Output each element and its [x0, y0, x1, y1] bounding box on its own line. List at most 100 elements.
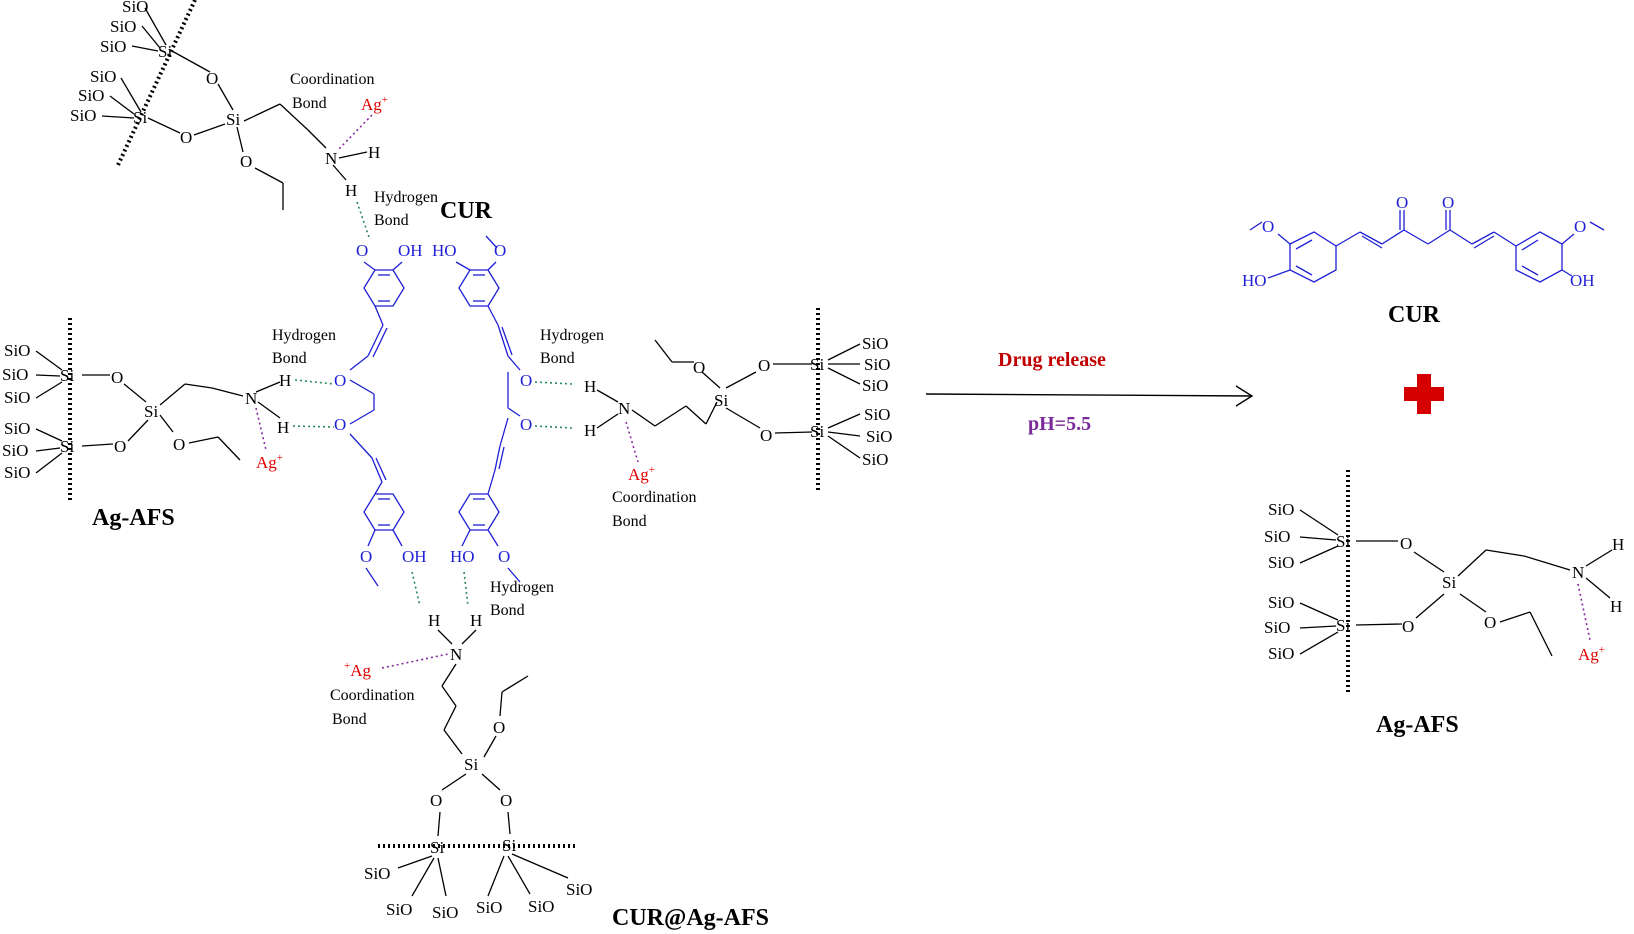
- svg-text:SiO: SiO: [864, 405, 890, 424]
- svg-text:O: O: [114, 437, 126, 456]
- svg-text:Bond: Bond: [374, 212, 409, 229]
- curcumin-right: CUR HO O O O HO O Hydrogen Bond Hy: [411, 198, 604, 619]
- svg-text:Si: Si: [714, 391, 728, 410]
- svg-text:Si: Si: [144, 402, 158, 421]
- svg-text:Ag-AFS: Ag-AFS: [92, 505, 175, 531]
- svg-text:Si: Si: [1336, 532, 1350, 551]
- svg-text:O: O: [500, 791, 512, 810]
- svg-text:pH=5.5: pH=5.5: [1028, 413, 1091, 435]
- bottom-ag-afs-fragment: H H N +Ag Coordination Bond Si O O O Si …: [330, 611, 769, 931]
- svg-text:H: H: [345, 181, 357, 200]
- svg-text:SiO: SiO: [4, 463, 30, 482]
- svg-text:SiO: SiO: [1268, 644, 1294, 663]
- svg-text:O: O: [240, 152, 252, 171]
- svg-text:N: N: [245, 389, 257, 408]
- svg-text:O: O: [1402, 617, 1414, 636]
- top-ag-afs-fragment: SiO SiO SiO Si SiO SiO SiO Si O O Si O N…: [70, 0, 438, 241]
- svg-text:Si: Si: [60, 437, 74, 456]
- svg-text:SiO: SiO: [864, 355, 890, 374]
- svg-text:Bond: Bond: [292, 95, 327, 112]
- svg-text:O: O: [494, 241, 506, 260]
- svg-text:Si: Si: [158, 42, 172, 61]
- svg-text:SiO: SiO: [862, 376, 888, 395]
- svg-text:SiO: SiO: [866, 427, 892, 446]
- svg-text:H: H: [368, 143, 380, 162]
- svg-text:SiO: SiO: [566, 880, 592, 899]
- svg-text:O: O: [760, 426, 772, 445]
- svg-text:Drug release: Drug release: [998, 349, 1106, 371]
- svg-text:H: H: [1612, 535, 1624, 554]
- svg-text:O: O: [1574, 217, 1586, 236]
- svg-text:SiO: SiO: [1264, 527, 1290, 546]
- svg-text:Bond: Bond: [612, 513, 647, 530]
- svg-text:N: N: [618, 399, 630, 418]
- product-ag-afs: SiO SiO SiO Si SiO SiO SiO Si O O Si O N…: [1264, 470, 1624, 738]
- svg-text:SiO: SiO: [1268, 553, 1294, 572]
- svg-text:H: H: [470, 611, 482, 630]
- svg-text:SiO: SiO: [90, 67, 116, 86]
- svg-text:Bond: Bond: [272, 350, 307, 367]
- svg-text:SiO: SiO: [110, 17, 136, 36]
- svg-text:Bond: Bond: [540, 350, 575, 367]
- svg-text:HO: HO: [432, 241, 457, 260]
- svg-text:SiO: SiO: [2, 365, 28, 384]
- svg-text:CUR: CUR: [1388, 302, 1441, 328]
- svg-text:H: H: [584, 377, 596, 396]
- svg-text:O: O: [334, 415, 346, 434]
- svg-text:SiO: SiO: [100, 37, 126, 56]
- svg-text:O: O: [1262, 217, 1274, 236]
- svg-text:CUR@Ag-AFS: CUR@Ag-AFS: [612, 905, 769, 931]
- svg-text:O: O: [206, 69, 218, 88]
- svg-text:OH: OH: [1570, 271, 1595, 290]
- svg-text:SiO: SiO: [2, 441, 28, 460]
- svg-text:Si: Si: [464, 755, 478, 774]
- svg-text:Si: Si: [502, 836, 516, 855]
- svg-text:SiO: SiO: [70, 106, 96, 125]
- svg-text:O: O: [334, 371, 346, 390]
- svg-text:O: O: [758, 356, 770, 375]
- svg-text:SiO: SiO: [364, 864, 390, 883]
- product-curcumin: O HO O O O OH CUR: [1242, 193, 1605, 328]
- svg-text:Hydrogen: Hydrogen: [272, 327, 336, 344]
- svg-text:O: O: [111, 368, 123, 387]
- middle-right-ag-afs-fragment: H H N Si Ag+ Coordination Bond O O O Si …: [584, 308, 892, 530]
- svg-text:Hydrogen: Hydrogen: [374, 189, 438, 206]
- svg-text:Bond: Bond: [332, 711, 367, 728]
- svg-text:Si: Si: [1336, 616, 1350, 635]
- svg-text:O: O: [1396, 193, 1408, 212]
- svg-text:O: O: [1484, 613, 1496, 632]
- svg-text:O: O: [520, 415, 532, 434]
- svg-text:Ag-AFS: Ag-AFS: [1376, 712, 1459, 738]
- svg-text:Coordination: Coordination: [290, 71, 374, 88]
- svg-text:O: O: [1442, 193, 1454, 212]
- svg-text:O: O: [356, 241, 368, 260]
- svg-text:SiO: SiO: [4, 419, 30, 438]
- svg-text:SiO: SiO: [122, 0, 148, 16]
- svg-text:SiO: SiO: [1264, 618, 1290, 637]
- curcumin-left: O OH O O O OH: [334, 241, 427, 587]
- svg-text:O: O: [693, 358, 705, 377]
- svg-text:Ag+: Ag+: [361, 94, 388, 114]
- svg-text:H: H: [428, 611, 440, 630]
- svg-text:HO: HO: [1242, 271, 1267, 290]
- svg-text:Si: Si: [430, 838, 444, 857]
- drug-release-arrow: Drug release pH=5.5: [925, 349, 1254, 435]
- svg-text:H: H: [584, 421, 596, 440]
- svg-text:Hydrogen: Hydrogen: [540, 327, 604, 344]
- svg-text:OH: OH: [402, 547, 427, 566]
- svg-text:O: O: [493, 718, 505, 737]
- svg-text:Si: Si: [810, 355, 824, 374]
- svg-text:N: N: [1572, 563, 1584, 582]
- svg-text:O: O: [1400, 534, 1412, 553]
- svg-text:H: H: [1610, 597, 1622, 616]
- svg-text:SiO: SiO: [4, 388, 30, 407]
- svg-text:HO: HO: [450, 547, 475, 566]
- svg-text:SiO: SiO: [386, 900, 412, 919]
- svg-text:H: H: [279, 371, 291, 390]
- svg-text:O: O: [173, 435, 185, 454]
- svg-text:Hydrogen: Hydrogen: [490, 579, 554, 596]
- svg-text:O: O: [360, 547, 372, 566]
- svg-text:O: O: [180, 128, 192, 147]
- svg-text:N: N: [325, 149, 337, 168]
- svg-text:O: O: [520, 371, 532, 390]
